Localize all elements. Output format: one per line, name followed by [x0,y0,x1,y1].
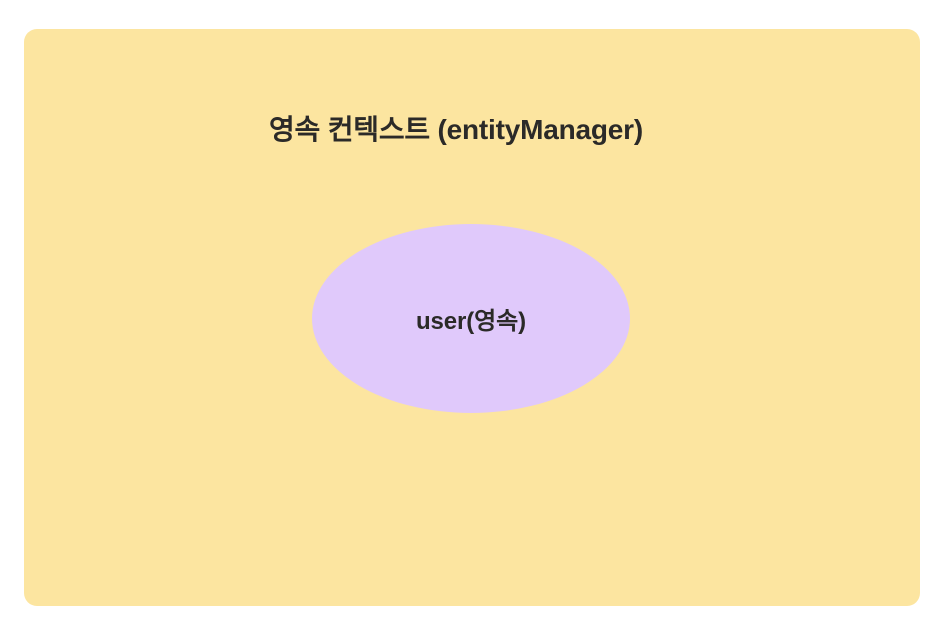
entity-ellipse-user: user(영속) [312,224,630,413]
persistence-context-title: 영속 컨텍스트 (entityManager) [24,113,920,147]
entity-ellipse-label: user(영속) [415,308,527,335]
persistence-context-container: 영속 컨텍스트 (entityManager) user(영속) [24,29,920,606]
persistence-context-title-text: 영속 컨텍스트 (entityManager) [269,114,643,145]
